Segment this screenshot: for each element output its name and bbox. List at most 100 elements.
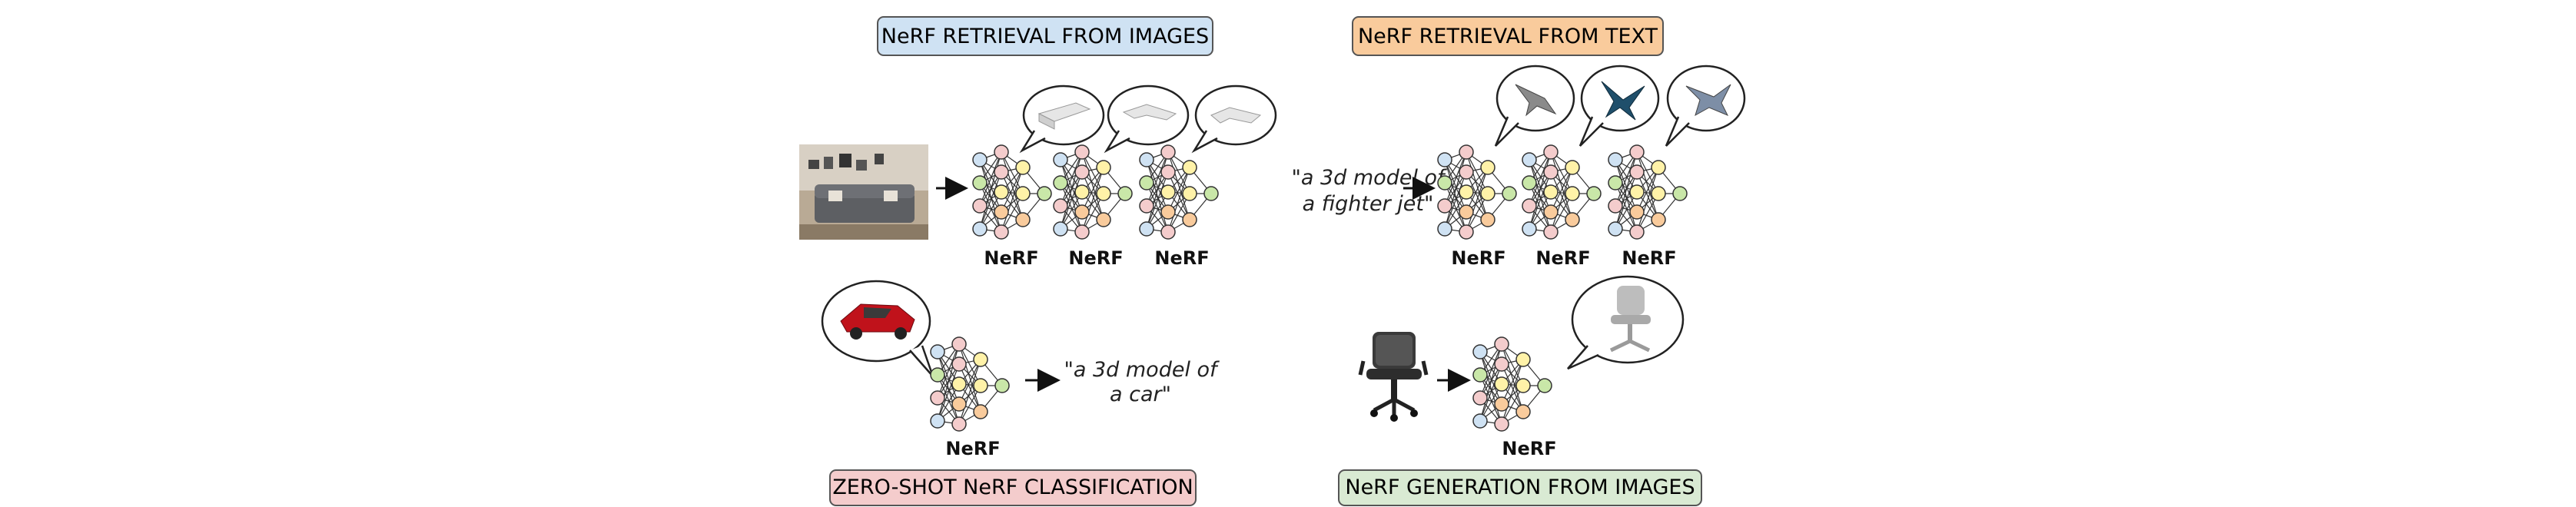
sofa-bubble-2 <box>1104 84 1190 154</box>
nerf-node <box>1437 152 1452 167</box>
svg-text:ZERO-SHOT NeRF CLASSIFICATION: ZERO-SHOT NeRF CLASSIFICATION <box>832 476 1193 499</box>
nerf-edge <box>1001 167 1024 213</box>
nerf-edge <box>937 351 960 425</box>
nerf-edge <box>979 151 1002 207</box>
nerf-node <box>972 175 988 191</box>
nerf-node <box>1117 186 1133 201</box>
nerf-edge <box>1501 359 1524 405</box>
nerf-edge <box>979 182 1002 233</box>
nerf-edge <box>958 343 981 413</box>
nerf-node <box>1515 352 1531 367</box>
nerf-edge <box>1081 167 1104 213</box>
nerf-node <box>1480 160 1495 175</box>
nerf-node <box>1522 175 1537 191</box>
nerf-edge <box>958 343 981 386</box>
nerf-node <box>1565 186 1580 201</box>
nerf-node <box>1629 204 1645 220</box>
nerf-node <box>930 413 945 429</box>
nerf-node <box>1053 152 1068 167</box>
nerf-node <box>1437 175 1452 191</box>
nerf-node <box>1472 390 1488 406</box>
nerf-node <box>1608 152 1623 167</box>
nerf-node <box>1015 160 1031 175</box>
nerf-edge <box>1060 151 1083 230</box>
nerf-network-g1 <box>1472 336 1552 432</box>
nerf-network-r1 <box>972 144 1052 240</box>
nerf-node <box>1543 204 1559 220</box>
nerf-edge <box>1615 159 1638 233</box>
nerf-edge <box>1167 167 1190 213</box>
nerf-edge <box>1529 151 1552 230</box>
nerf-node <box>1160 144 1176 160</box>
nerf-edge <box>937 343 960 422</box>
title-retrieval-text: NeRF RETRIEVAL FROM TEXT <box>1352 16 1664 56</box>
nerf-edge <box>1636 171 1659 220</box>
nerf-node <box>1480 212 1495 227</box>
nerf-node <box>1053 198 1068 214</box>
nerf-node <box>1074 144 1090 160</box>
living-room-photo <box>799 144 928 240</box>
nerf-edge <box>1550 171 1573 220</box>
nerf-edge <box>1615 151 1638 230</box>
nerf-node <box>1502 186 1517 201</box>
nerf-node <box>1437 198 1452 214</box>
nerf-node <box>973 378 988 393</box>
nerf-label-t3: NeRF <box>1622 247 1676 269</box>
nerf-node <box>1494 356 1509 372</box>
nerf-node <box>1139 221 1154 237</box>
nerf-node <box>994 164 1009 180</box>
text-query-line2: a fighter jet" <box>1303 192 1434 216</box>
nerf-edge <box>958 359 981 425</box>
nerf-edge <box>1081 171 1104 220</box>
nerf-edge <box>1146 159 1169 233</box>
nerf-edge <box>1060 171 1083 230</box>
nerf-node <box>1459 184 1474 200</box>
nerf-edge <box>958 359 981 405</box>
svg-text:NeRF GENERATION FROM IMAGES: NeRF GENERATION FROM IMAGES <box>1345 476 1695 499</box>
nerf-node <box>930 390 945 406</box>
nerf-edge <box>1529 182 1552 233</box>
nerf-node <box>1543 164 1559 180</box>
svg-text:NeRF RETRIEVAL FROM TEXT: NeRF RETRIEVAL FROM TEXT <box>1358 25 1658 48</box>
nerf-edge <box>1081 151 1104 220</box>
nerf-node <box>1096 212 1111 227</box>
nerf-node <box>1543 224 1559 240</box>
nerf-node <box>973 404 988 419</box>
nerf-node <box>1494 376 1509 392</box>
nerf-node <box>1537 378 1552 393</box>
nerf-node <box>1543 144 1559 160</box>
nerf-node <box>1096 160 1111 175</box>
sofa-bubble-1 <box>1019 84 1105 154</box>
sofa-bubble-3 <box>1191 84 1277 154</box>
nerf-edge <box>1550 151 1573 194</box>
nerf-node <box>951 356 967 372</box>
nerf-edge <box>937 351 960 405</box>
nerf-edge <box>1001 151 1024 220</box>
nerf-edge <box>1060 182 1083 233</box>
nerf-node <box>1037 186 1052 201</box>
nerf-node <box>972 152 988 167</box>
nerf-node <box>1629 164 1645 180</box>
nerf-edge <box>958 363 981 413</box>
nerf-network-t1 <box>1437 144 1517 240</box>
nerf-edge <box>1060 159 1083 233</box>
nerf-edge <box>1466 167 1489 233</box>
nerf-node <box>1472 344 1488 360</box>
nerf-edge <box>1615 182 1638 233</box>
nerf-network-r2 <box>1053 144 1133 240</box>
nerf-edge <box>1550 167 1573 233</box>
nerf-edge <box>1466 151 1489 194</box>
nerf-node <box>1522 221 1537 237</box>
title-generation: NeRF GENERATION FROM IMAGES <box>1338 469 1702 506</box>
nerf-edge <box>1466 151 1489 220</box>
nerf-node <box>1074 164 1090 180</box>
nerf-node <box>1015 212 1031 227</box>
nerf-edge <box>1167 151 1190 220</box>
nerf-edge <box>1615 171 1638 230</box>
nerf-node <box>951 416 967 432</box>
nerf-edge <box>937 343 960 399</box>
jet-bubble-3 <box>1665 65 1746 147</box>
svg-text:NeRF RETRIEVAL FROM IMAGES: NeRF RETRIEVAL FROM IMAGES <box>881 25 1209 48</box>
nerf-node <box>1160 224 1176 240</box>
nerf-edge <box>1501 359 1524 425</box>
